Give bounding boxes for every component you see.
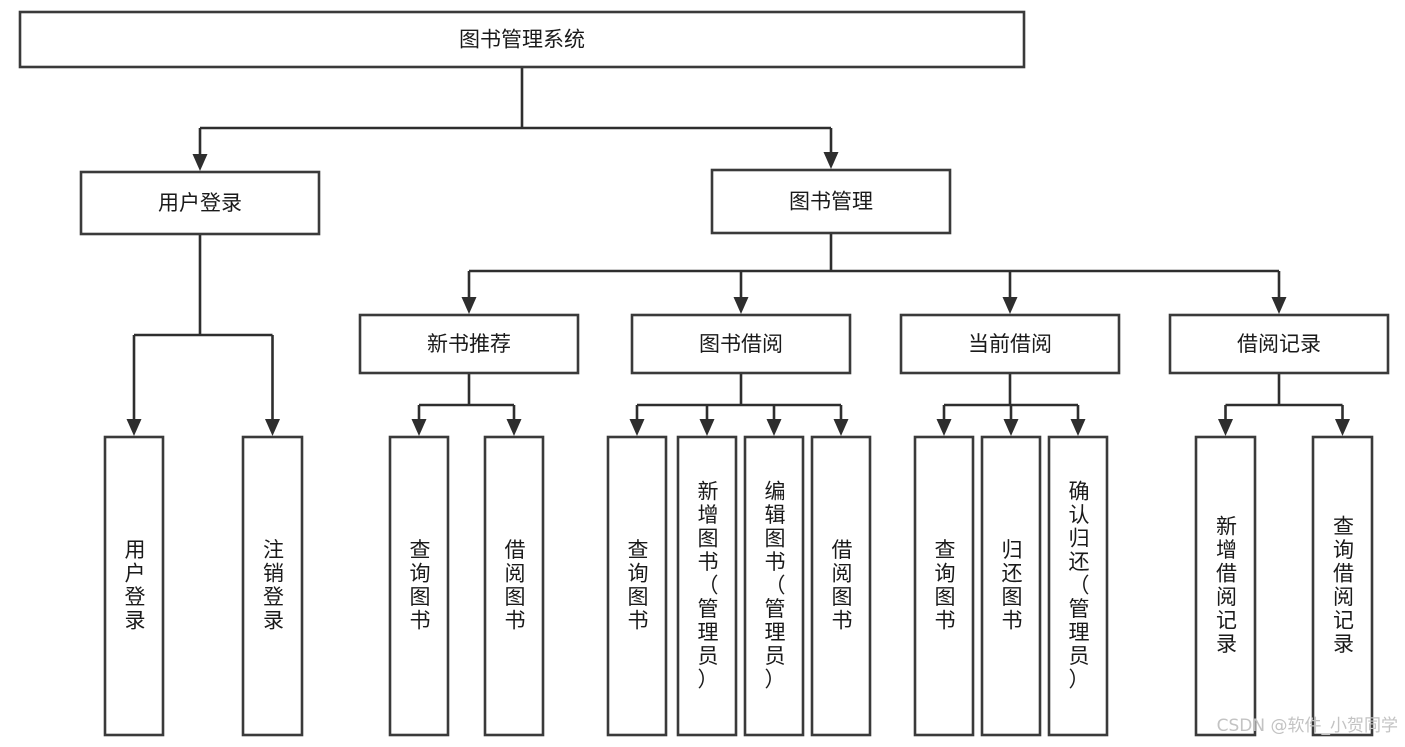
node-box — [606, 435, 668, 737]
diagram-node-f1[interactable]: 用户登录 — [103, 435, 165, 737]
arrow-head-icon — [629, 419, 645, 436]
arrow-head-icon — [192, 154, 208, 171]
arrow-head-icon — [833, 419, 849, 436]
diagram-node-f5[interactable]: 查询图书 — [606, 435, 668, 737]
arrow-head-icon — [461, 297, 477, 314]
diagram-node-s3[interactable]: 当前借阅 — [899, 313, 1121, 375]
node-label: 查询图书 — [410, 538, 431, 633]
node-label: 查询图书 — [935, 538, 956, 633]
node-box — [79, 170, 321, 236]
node-label: 借阅记录 — [1237, 332, 1321, 356]
node-box — [103, 435, 165, 737]
arrow-head-icon — [1003, 419, 1019, 436]
node-box — [676, 435, 738, 737]
node-box — [630, 313, 852, 375]
node-box — [1168, 313, 1390, 375]
arrow-head-icon — [1218, 419, 1233, 436]
node-label: 图书管理 — [789, 190, 873, 214]
watermark-label: CSDN @软件_小贺同学 — [1217, 716, 1398, 736]
node-label: 借阅图书 — [505, 538, 526, 633]
arrow-head-icon — [506, 419, 522, 436]
diagram-node-root[interactable]: 图书管理系统 — [18, 10, 1026, 69]
diagram-node-s4[interactable]: 借阅记录 — [1168, 313, 1390, 375]
node-label: 新增图书（管理员） — [698, 479, 719, 691]
node-label: 确认归还（管理员） — [1069, 479, 1090, 691]
node-label: 用户登录 — [158, 191, 242, 215]
arrow-head-icon — [733, 297, 749, 314]
node-label: 注销登录 — [263, 538, 284, 633]
diagram-node-f12[interactable]: 新增借阅记录 — [1194, 435, 1257, 737]
node-label: 新增借阅记录 — [1216, 515, 1237, 657]
node-box — [241, 435, 304, 737]
node-label: 借阅图书 — [832, 538, 853, 633]
node-box — [18, 10, 1026, 69]
node-box — [710, 168, 952, 235]
node-label: 编辑图书（管理员） — [765, 479, 786, 691]
diagram-node-f7[interactable]: 编辑图书（管理员） — [743, 435, 805, 737]
node-label: 图书借阅 — [699, 332, 783, 356]
node-box — [913, 435, 975, 737]
diagram-node-f10[interactable]: 归还图书 — [980, 435, 1042, 737]
diagram-node-m1[interactable]: 用户登录 — [79, 170, 321, 236]
node-box — [980, 435, 1042, 737]
arrow-head-icon — [1070, 419, 1086, 436]
diagram-node-f3[interactable]: 查询图书 — [388, 435, 450, 737]
node-label: 查询借阅记录 — [1333, 515, 1354, 657]
node-label: 归还图书 — [1002, 538, 1023, 633]
arrow-head-icon — [265, 419, 280, 436]
diagram-node-f9[interactable]: 查询图书 — [913, 435, 975, 737]
node-box — [358, 313, 580, 375]
diagram-node-s1[interactable]: 新书推荐 — [358, 313, 580, 375]
node-label: 图书管理系统 — [459, 28, 585, 52]
node-box — [483, 435, 545, 737]
node-box — [743, 435, 805, 737]
diagram-node-s2[interactable]: 图书借阅 — [630, 313, 852, 375]
diagram-node-f4[interactable]: 借阅图书 — [483, 435, 545, 737]
arrow-head-icon — [411, 419, 427, 436]
node-box — [1311, 435, 1374, 737]
node-layer: 图书管理系统用户登录图书管理新书推荐图书借阅当前借阅借阅记录用户登录注销登录查询… — [18, 10, 1390, 737]
diagram-node-f2[interactable]: 注销登录 — [241, 435, 304, 737]
arrow-head-icon — [1271, 297, 1287, 314]
diagram-node-m2[interactable]: 图书管理 — [710, 168, 952, 235]
arrow-head-icon — [1002, 297, 1018, 314]
arrow-head-icon — [766, 419, 782, 436]
node-box — [1047, 435, 1109, 737]
node-box — [810, 435, 872, 737]
arrow-head-icon — [823, 152, 839, 169]
arrow-head-icon — [699, 419, 715, 436]
node-label: 查询图书 — [628, 538, 649, 633]
arrow-head-icon — [1335, 419, 1350, 436]
diagram-node-f11[interactable]: 确认归还（管理员） — [1047, 435, 1109, 737]
diagram-node-f6[interactable]: 新增图书（管理员） — [676, 435, 738, 737]
node-label: 新书推荐 — [427, 332, 511, 356]
arrow-head-icon — [126, 419, 142, 436]
node-label: 当前借阅 — [968, 332, 1052, 356]
node-box — [388, 435, 450, 737]
node-label: 用户登录 — [125, 538, 146, 633]
diagram-node-f13[interactable]: 查询借阅记录 — [1311, 435, 1374, 737]
arrow-head-icon — [936, 419, 952, 436]
node-box — [1194, 435, 1257, 737]
connector-layer — [126, 67, 1350, 436]
diagram-node-f8[interactable]: 借阅图书 — [810, 435, 872, 737]
node-box — [899, 313, 1121, 375]
